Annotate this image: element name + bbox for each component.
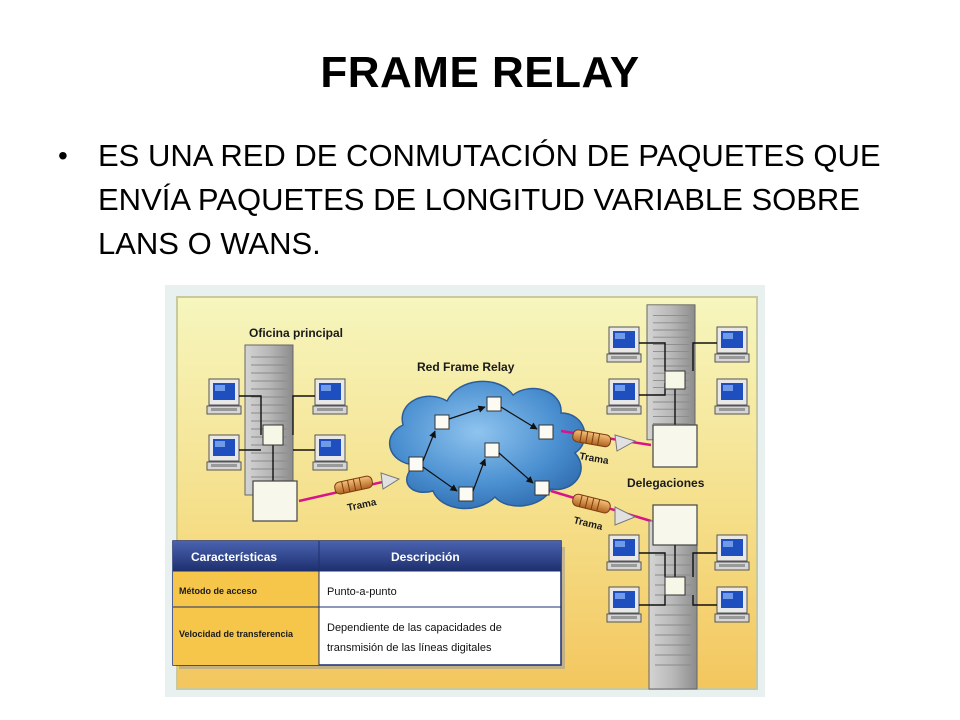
computer-icon (312, 434, 348, 471)
bullet-text: ES UNA RED DE CONMUTACIÓN DE PAQUETES QU… (98, 138, 881, 261)
frame-relay-cloud: Red Frame Relay (388, 360, 586, 510)
computer-icon (312, 378, 348, 415)
frame-arrow-lower: Trama (550, 489, 652, 533)
hub-icon (664, 370, 686, 390)
branch-upper-group (606, 304, 750, 468)
table-cell-label: Velocidad de transferencia (179, 629, 294, 639)
table-cell-label: Método de acceso (179, 586, 258, 596)
router-icon (652, 504, 698, 546)
computer-icon (714, 378, 750, 415)
main-office-label: Oficina principal (249, 326, 343, 340)
computer-icon (206, 434, 242, 471)
table-cell-value: transmisión de las líneas digitales (327, 642, 492, 654)
computer-icon (714, 326, 750, 363)
main-office-group: Oficina principal (206, 326, 348, 522)
hub-icon (664, 576, 686, 596)
computer-icon (606, 586, 642, 623)
slide-title: FRAME RELAY (320, 48, 640, 97)
computer-icon (714, 534, 750, 571)
router-icon (652, 424, 698, 468)
hub-icon (262, 424, 284, 446)
router-icon (252, 480, 298, 522)
table-header-cell: Descripción (391, 550, 460, 564)
table-header-cell: Características (191, 550, 277, 564)
computer-icon (206, 378, 242, 415)
network-label: Red Frame Relay (417, 360, 515, 374)
characteristics-table: Características Descripción Método de ac… (172, 540, 565, 669)
frame-arrow-upper: Trama (560, 428, 652, 467)
computer-icon (606, 534, 642, 571)
table-cell-value: Dependiente de las capacidades de (327, 622, 502, 634)
bullet-dot-icon: • (58, 140, 68, 171)
computer-icon (606, 326, 642, 363)
frame-relay-diagram: Oficina principal Red Frame Relay Trama (165, 285, 765, 697)
branch-lower-group (606, 504, 750, 690)
main-office-server-icon (244, 344, 294, 496)
frame-label: Trama (578, 451, 609, 467)
computer-icon (606, 378, 642, 415)
branches-label: Delegaciones (627, 476, 705, 490)
table-cell-value: Punto-a-punto (327, 586, 397, 598)
computer-icon (714, 586, 750, 623)
